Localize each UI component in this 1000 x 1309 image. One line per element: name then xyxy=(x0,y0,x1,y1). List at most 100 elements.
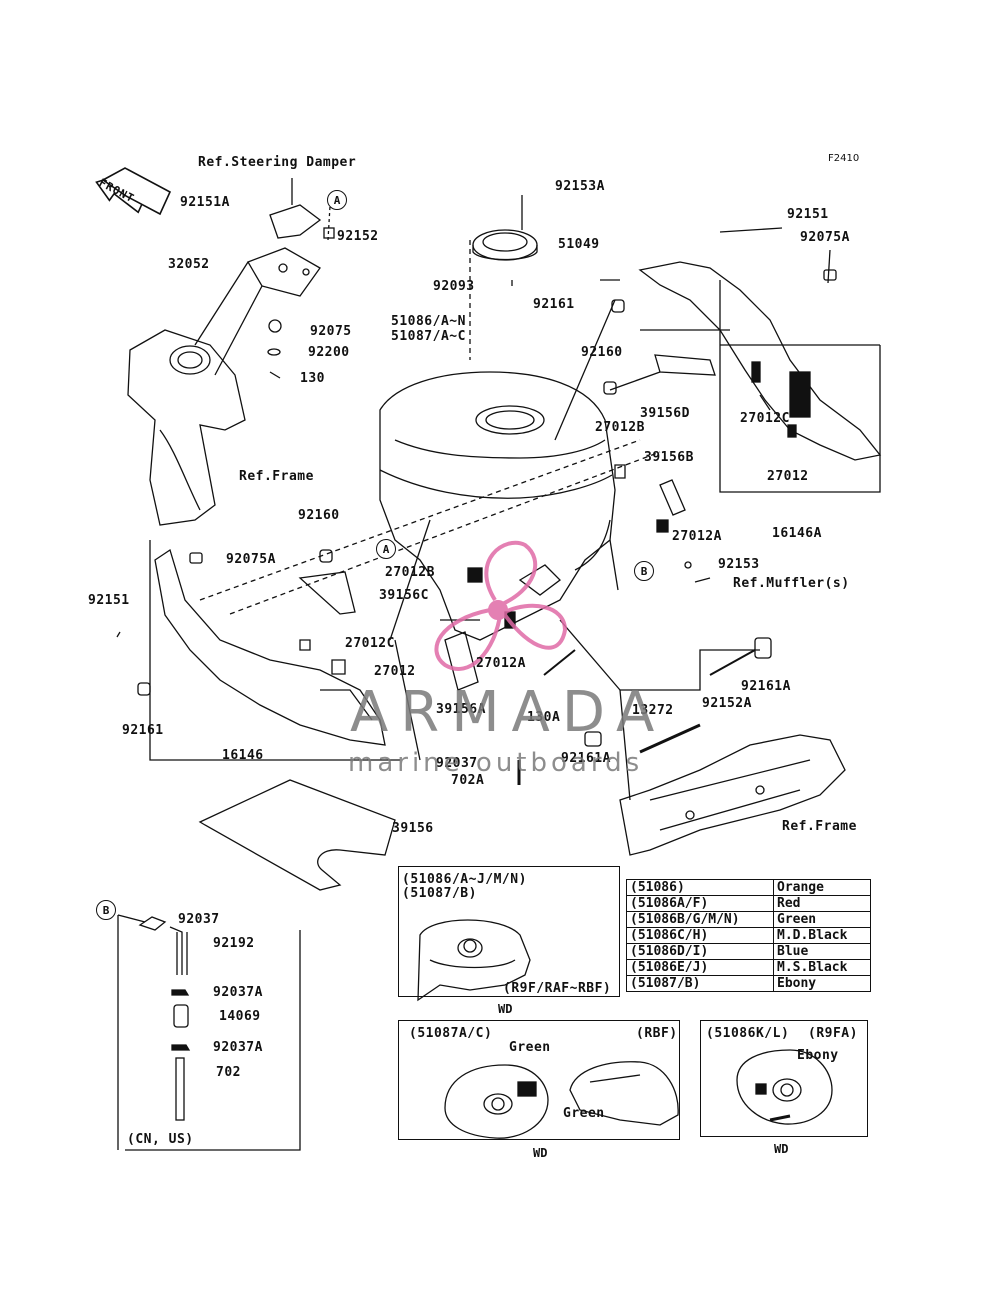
part-14069[interactable]: 14069 xyxy=(219,1009,261,1024)
part-39156D[interactable]: 39156D xyxy=(640,406,690,421)
inset2-color-side: Green xyxy=(563,1106,605,1121)
pad-39156 xyxy=(198,779,396,891)
ref-muffler[interactable]: Ref.Muffler(s) xyxy=(733,576,850,591)
part-27012-right[interactable]: 27012 xyxy=(767,469,809,484)
part-130A[interactable]: 130A xyxy=(527,710,561,725)
bolt-13272 xyxy=(639,723,701,754)
part-39156[interactable]: 39156 xyxy=(392,821,434,836)
color-table-row: (51086B/G/M/N)Green xyxy=(626,911,871,928)
inset1-wd: WD xyxy=(498,1002,513,1016)
part-92160-top[interactable]: 92160 xyxy=(581,345,623,360)
ref-frame-left[interactable]: Ref.Frame xyxy=(239,469,314,484)
color-table-row: (51086C/H)M.D.Black xyxy=(626,927,871,944)
frame-rear xyxy=(619,734,846,856)
part-702A[interactable]: 702A xyxy=(451,773,485,788)
front-arrow-body xyxy=(101,167,172,216)
part-27012A-mid[interactable]: 27012A xyxy=(476,656,526,671)
pad-27012A xyxy=(656,519,669,533)
part-92153[interactable]: 92153 xyxy=(718,557,760,572)
hose-92192 xyxy=(169,924,185,975)
part-51049[interactable]: 51049 xyxy=(558,237,600,252)
part-92161-left[interactable]: 92161 xyxy=(122,723,164,738)
color-table-code: (51086D/I) xyxy=(626,943,774,960)
color-table-code: (51087/B) xyxy=(626,975,774,992)
part-92151-right[interactable]: 92151 xyxy=(787,207,829,222)
part-92037-box[interactable]: 92037 xyxy=(178,912,220,927)
part-27012B-top[interactable]: 27012B xyxy=(595,420,645,435)
part-92161A-bottom[interactable]: 92161A xyxy=(561,751,611,766)
inset2-tank-top xyxy=(444,1064,549,1139)
part-13272[interactable]: 13272 xyxy=(632,703,674,718)
part-92200[interactable]: 92200 xyxy=(308,345,350,360)
color-table-code: (51086B/G/M/N) xyxy=(626,911,774,928)
color-table-code: (51086E/J) xyxy=(626,959,774,976)
part-130[interactable]: 130 xyxy=(300,371,325,386)
inset3-variant: (R9FA) xyxy=(808,1026,858,1041)
inset1-line2: (51087/B) xyxy=(402,886,477,901)
color-table-code: (51086A/F) xyxy=(626,895,774,912)
inset1-tank xyxy=(417,919,531,1002)
inset1-line1: (51086/A~J/M/N) xyxy=(402,872,527,887)
part-92153A[interactable]: 92153A xyxy=(555,179,605,194)
inset2-frame xyxy=(398,1020,680,1140)
part-702[interactable]: 702 xyxy=(216,1065,241,1080)
part-92075A-left[interactable]: 92075A xyxy=(226,552,276,567)
color-table-color: Red xyxy=(773,895,871,912)
ref-frame-right[interactable]: Ref.Frame xyxy=(782,819,857,834)
part-39156C[interactable]: 39156C xyxy=(379,588,429,603)
part-39156B[interactable]: 39156B xyxy=(644,450,694,465)
part-92075[interactable]: 92075 xyxy=(310,324,352,339)
callout-a-mid: A xyxy=(376,539,396,559)
color-table-code: (51086) xyxy=(626,879,774,896)
part-27012A-right[interactable]: 27012A xyxy=(672,529,722,544)
part-92152A[interactable]: 92152A xyxy=(702,696,752,711)
frame-head-left xyxy=(127,329,246,526)
inset3-wd: WD xyxy=(774,1142,789,1156)
inset1-variant: (R9F/RAF~RBF) xyxy=(503,981,612,996)
part-51086-A-N[interactable]: 51086/A~N xyxy=(391,314,466,329)
color-table-code: (51086C/H) xyxy=(626,927,774,944)
part-92160-left[interactable]: 92160 xyxy=(298,508,340,523)
inset3-code: (51086K/L) xyxy=(706,1026,790,1041)
part-27012B-mid[interactable]: 27012B xyxy=(385,565,435,580)
part-32052[interactable]: 32052 xyxy=(168,257,210,272)
part-92093[interactable]: 92093 xyxy=(433,279,475,294)
inset2-tank-side xyxy=(569,1061,679,1126)
inset2-color-top: Green xyxy=(509,1040,551,1055)
part-92152[interactable]: 92152 xyxy=(337,229,379,244)
fuel-cap-51049 xyxy=(472,229,538,261)
part-27012-left[interactable]: 27012 xyxy=(374,664,416,679)
color-table-row: (51086A/F)Red xyxy=(626,895,871,912)
part-51087-A-C[interactable]: 51087/A~C xyxy=(391,329,466,344)
inset3-tank xyxy=(736,1049,833,1125)
fuel-cap-ring xyxy=(475,405,545,435)
part-27012C-right[interactable]: 27012C xyxy=(740,411,790,426)
inset3-color: Ebony xyxy=(797,1048,839,1063)
callout-b-box: B xyxy=(96,900,116,920)
part-92161A-right[interactable]: 92161A xyxy=(741,679,791,694)
color-table-color: Ebony xyxy=(773,975,871,992)
pad-39156B xyxy=(659,479,686,516)
ref-steering-damper[interactable]: Ref.Steering Damper xyxy=(198,155,357,170)
inset2-code: (51087A/C) xyxy=(409,1026,493,1041)
part-92075A-right[interactable]: 92075A xyxy=(800,230,850,245)
part-92037A-b[interactable]: 92037A xyxy=(213,1040,263,1055)
part-92151-left[interactable]: 92151 xyxy=(88,593,130,608)
part-92037A-a[interactable]: 92037A xyxy=(213,985,263,1000)
part-16146[interactable]: 16146 xyxy=(222,748,264,763)
part-92161-top[interactable]: 92161 xyxy=(533,297,575,312)
part-39156A[interactable]: 39156A xyxy=(436,702,486,717)
part-92192[interactable]: 92192 xyxy=(213,936,255,951)
color-table: (51086)Orange(51086A/F)Red(51086B/G/M/N)… xyxy=(626,879,871,992)
color-table-color: Green xyxy=(773,911,871,928)
pad-39156C xyxy=(298,571,356,615)
part-16146A[interactable]: 16146A xyxy=(772,526,822,541)
watermark-title: ARMADA xyxy=(350,680,667,745)
bracket-32052 xyxy=(247,247,321,297)
part-92037[interactable]: 92037 xyxy=(436,756,478,771)
part-27012C-left[interactable]: 27012C xyxy=(345,636,395,651)
color-table-row: (51086)Orange xyxy=(626,879,871,896)
color-table-color: Blue xyxy=(773,943,871,960)
part-92151A[interactable]: 92151A xyxy=(180,195,230,210)
